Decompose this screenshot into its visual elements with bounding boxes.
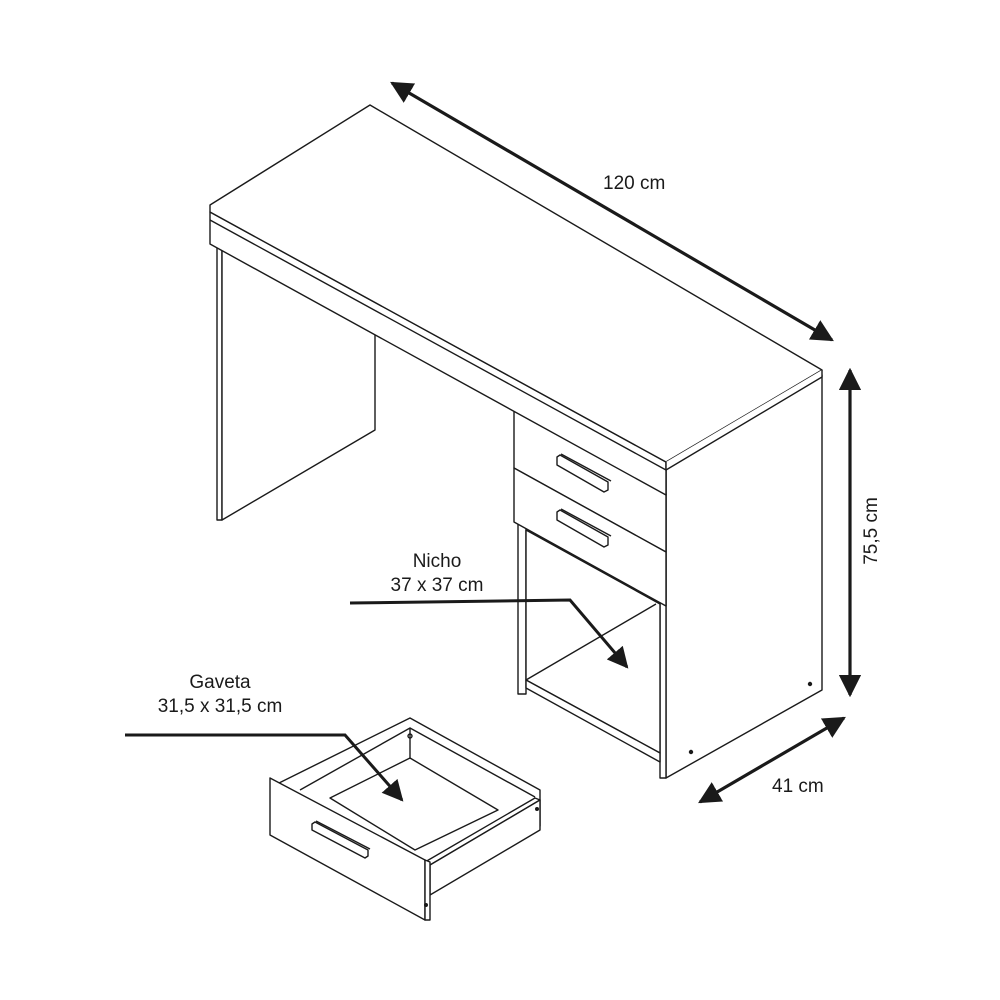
desk-top-edge-line — [209, 219, 667, 471]
gaveta-leader-arrow — [125, 733, 404, 802]
gaveta-title: Gaveta — [189, 672, 251, 693]
depth-label: 41 cm — [772, 776, 824, 797]
niche — [525, 529, 661, 763]
gaveta-size: 31,5 x 31,5 cm — [157, 696, 283, 717]
width-dimension-arrow — [390, 81, 834, 342]
nicho-leader-arrow — [349, 598, 629, 669]
nicho-size: 37 x 37 cm — [390, 575, 484, 596]
nicho-title: Nicho — [412, 551, 462, 572]
screw-dot — [807, 681, 813, 687]
open-drawer — [269, 717, 541, 921]
width-label: 120 cm — [603, 173, 666, 194]
drawer-front-bottom — [513, 467, 667, 607]
depth-dimension-arrow — [698, 716, 846, 804]
screw-dot — [688, 749, 694, 755]
height-label: 75,5 cm — [861, 497, 882, 565]
desktop-right-edge — [665, 370, 823, 471]
